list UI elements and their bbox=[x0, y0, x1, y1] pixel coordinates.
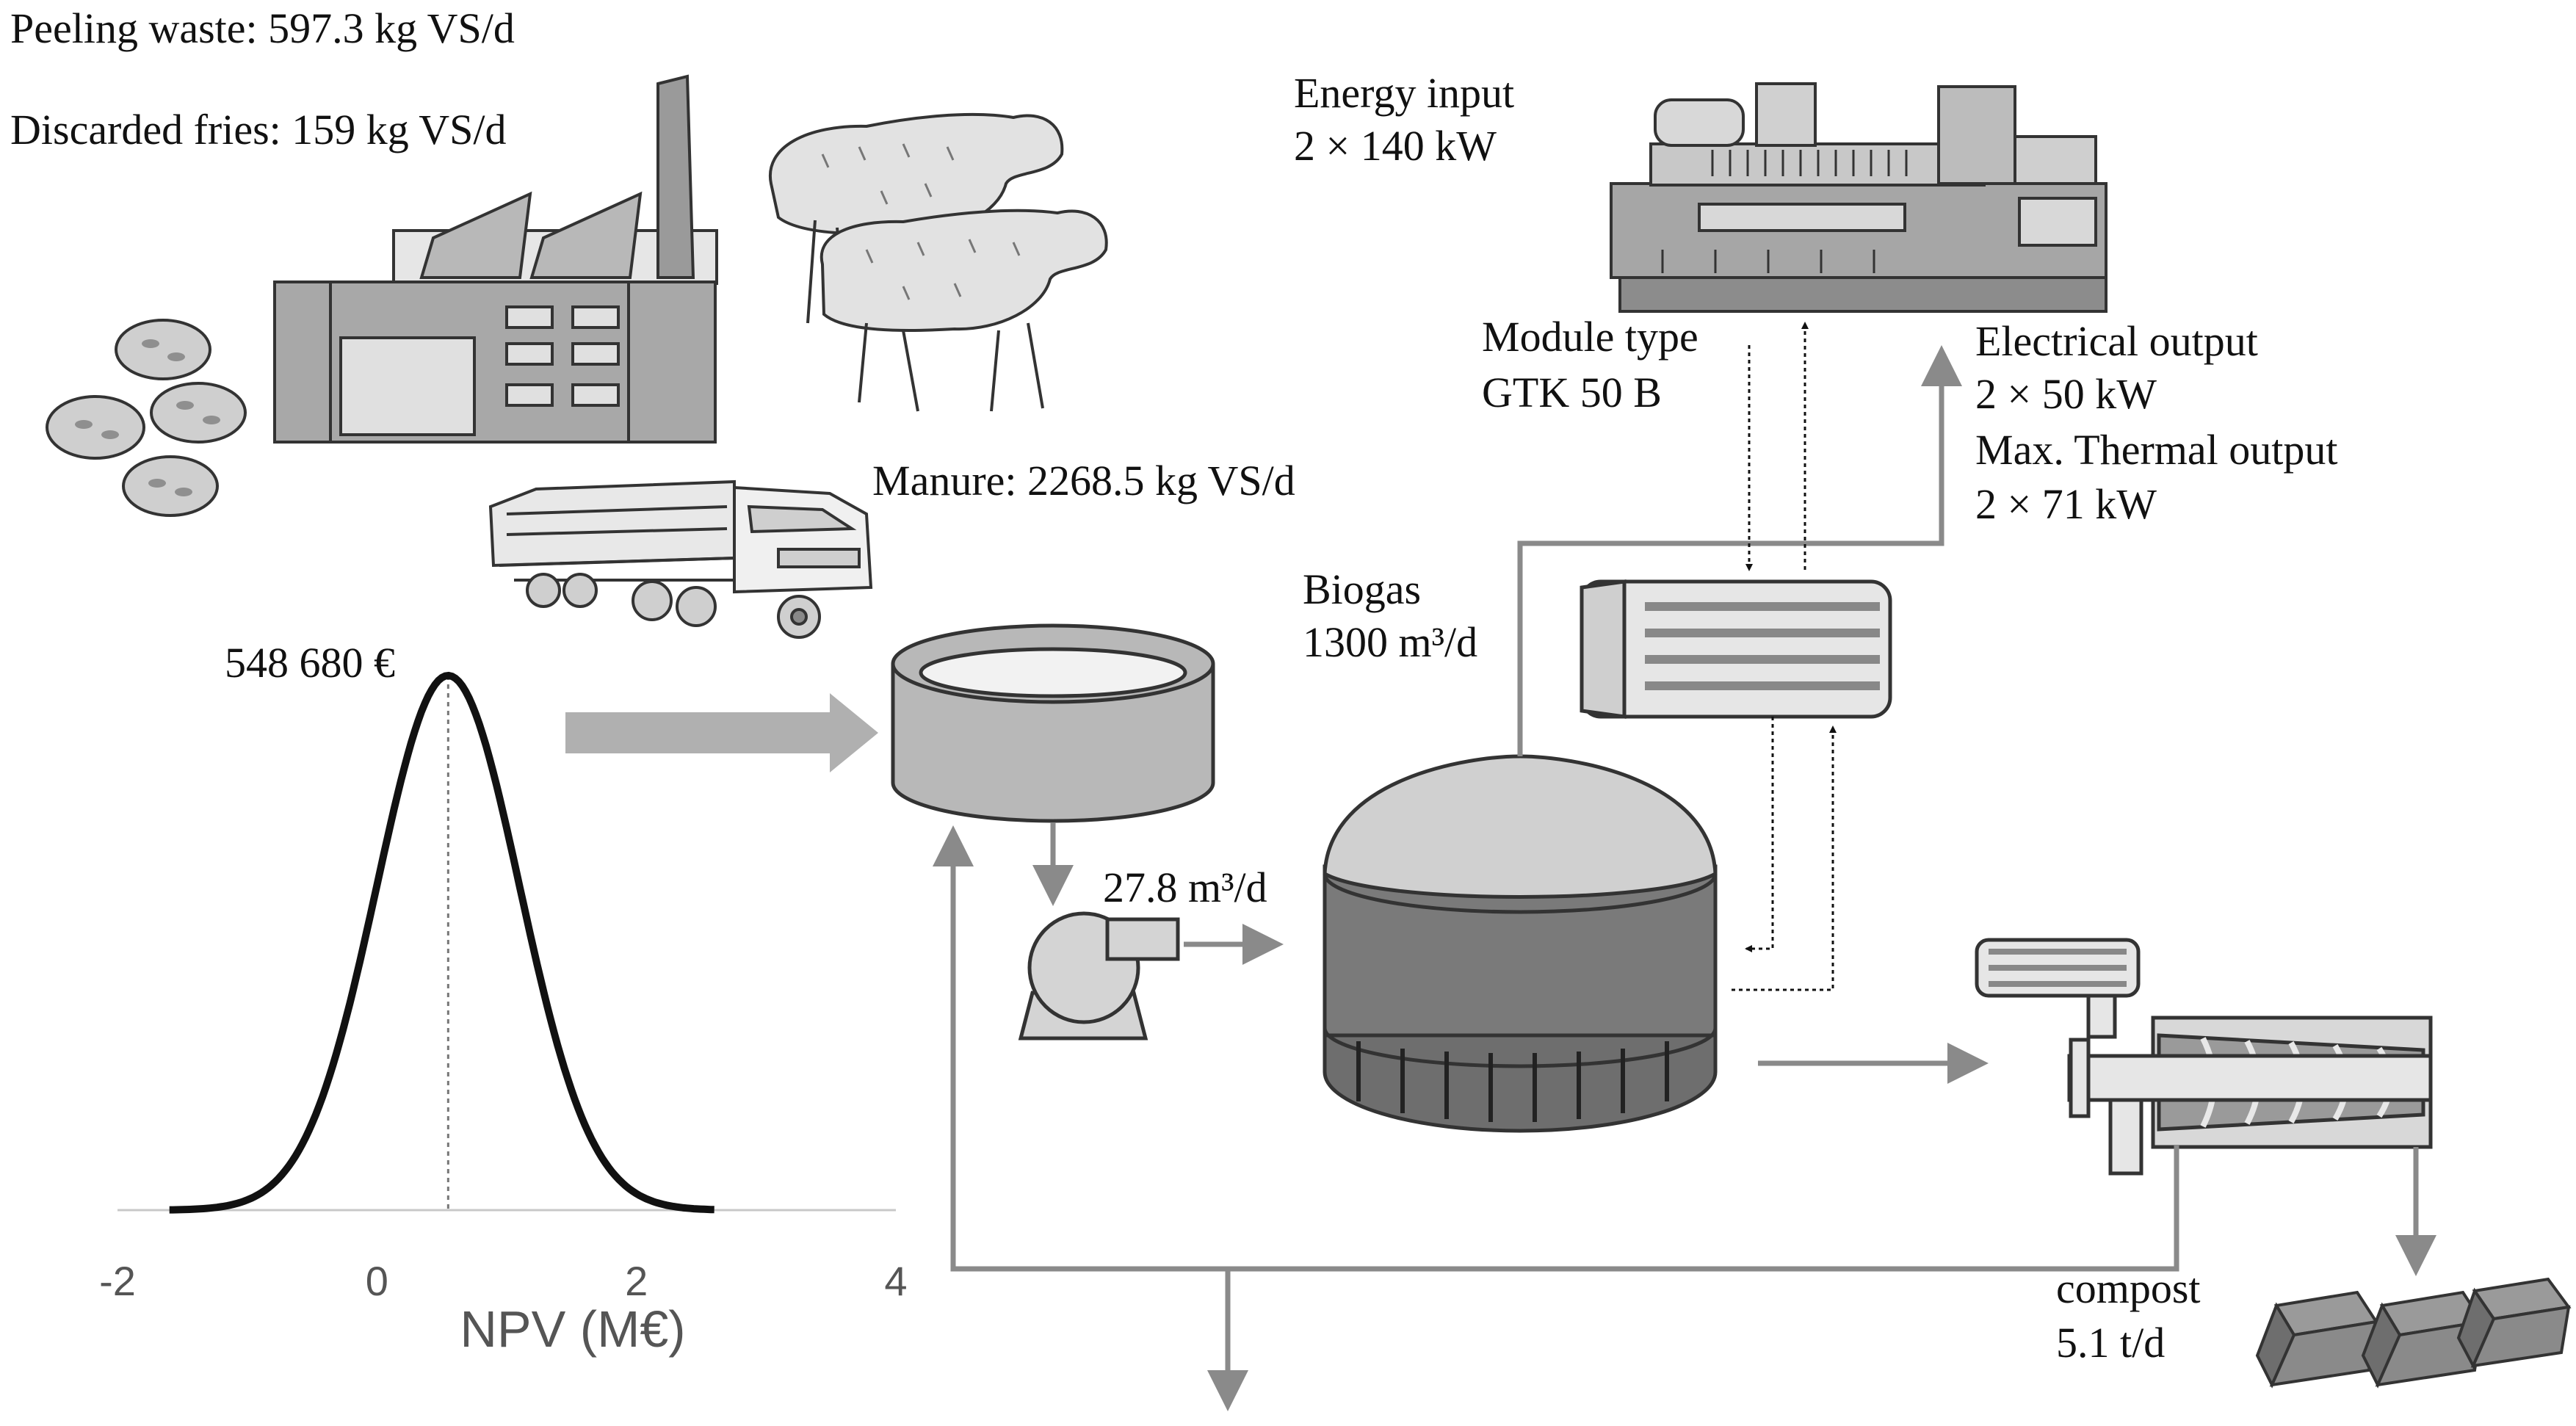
x-tick-labels: -2 0 2 4 bbox=[99, 1258, 907, 1304]
x-tick-label: 2 bbox=[625, 1258, 648, 1304]
flow-rate-label: 27.8 m³/d bbox=[1103, 864, 1267, 911]
npv-density-curve bbox=[169, 671, 714, 1214]
energy-input-value: 2 × 140 kW bbox=[1294, 122, 1497, 170]
mixing-tank-icon bbox=[891, 623, 1215, 823]
compost-value: 5.1 t/d bbox=[2056, 1319, 2165, 1367]
screw-separator-icon bbox=[1975, 938, 2433, 1176]
biogas-value: 1300 m³/d bbox=[1303, 618, 1477, 666]
digester-icon bbox=[1323, 754, 1718, 1133]
module-type-label: Module type bbox=[1482, 313, 1698, 361]
discarded-fries-label: Discarded fries: 159 kg VS/d bbox=[10, 106, 507, 153]
heat-circuit-lines bbox=[1732, 322, 1837, 991]
sheep-icon bbox=[768, 112, 1108, 412]
biogas-to-engine-arrow bbox=[1517, 345, 1962, 756]
flow-lines bbox=[933, 345, 2436, 1411]
x-tick-label: 4 bbox=[884, 1258, 907, 1304]
chp-engine-icon bbox=[1610, 82, 2108, 313]
npv-distribution-chart: 548 680 € -2 0 2 4 NPV (M€) bbox=[99, 639, 907, 1358]
recirculation-arrow bbox=[933, 825, 2179, 1272]
manure-label: Manure: 2268.5 kg VS/d bbox=[872, 457, 1295, 504]
thermal-output-value: 2 × 71 kW bbox=[1975, 480, 2157, 528]
factory-icon bbox=[273, 74, 718, 444]
peeling-waste-label: Peeling waste: 597.3 kg VS/d bbox=[10, 4, 515, 52]
potatoes-icon bbox=[46, 319, 247, 517]
x-tick-label: 0 bbox=[366, 1258, 388, 1304]
npv-peak-label: 548 680 € bbox=[225, 639, 395, 687]
biogas-label: Biogas bbox=[1303, 565, 1421, 613]
heat-exchanger-icon bbox=[1580, 579, 1892, 719]
electrical-output-label: Electrical output bbox=[1975, 317, 2258, 365]
pump-icon bbox=[1018, 911, 1180, 1040]
compost-icon bbox=[2255, 1277, 2572, 1389]
electrical-output-value: 2 × 50 kW bbox=[1975, 370, 2157, 418]
truck-icon bbox=[488, 479, 873, 639]
module-type-value: GTK 50 B bbox=[1482, 369, 1662, 416]
x-axis-label: NPV (M€) bbox=[460, 1300, 685, 1358]
input-arrow bbox=[565, 693, 878, 772]
thermal-output-label: Max. Thermal output bbox=[1975, 426, 2337, 474]
x-tick-label: -2 bbox=[99, 1258, 136, 1304]
compost-label: compost bbox=[2056, 1264, 2201, 1312]
energy-input-label: Energy input bbox=[1294, 69, 1514, 117]
